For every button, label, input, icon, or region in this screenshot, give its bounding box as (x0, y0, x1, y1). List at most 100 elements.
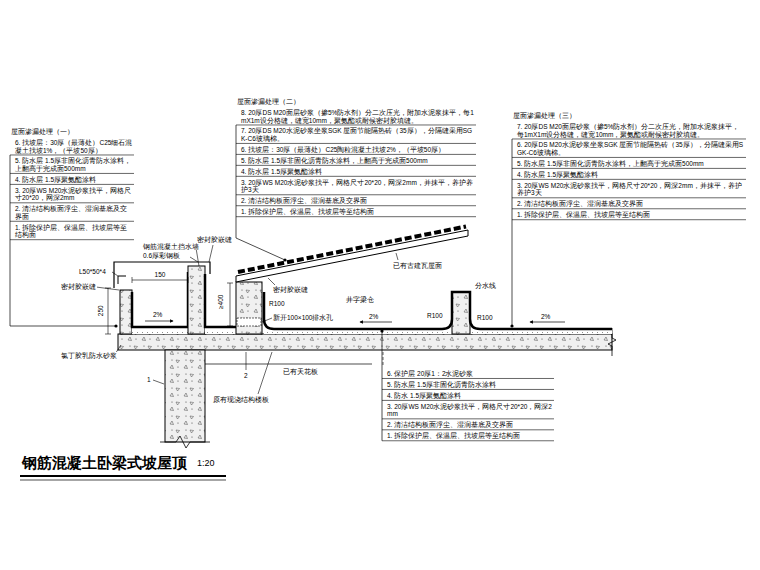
note-underline (10, 173, 134, 174)
callout-label: 井字梁仓 (345, 296, 375, 303)
roof-deck (236, 230, 468, 282)
outer-upstand (120, 290, 132, 334)
callout-label: 钢筋混凝土挡水墙 (142, 243, 200, 250)
leader-dot (114, 324, 117, 327)
leader-dot (380, 329, 383, 332)
note-underline (236, 194, 476, 195)
callout-label: 分水线 (474, 282, 497, 289)
callout-label: 2% (540, 313, 551, 320)
dimension-text: ≥400 (217, 294, 224, 310)
note-item: 6. 保护层 20厚1：2水泥砂浆 (386, 370, 554, 377)
title-underline (20, 475, 226, 477)
note-item: 5. 防水层 1.5厚非固化沥青防水涂料，上翻高于完成面500mm (240, 157, 476, 164)
callout-label: 0.6厚彩钢板 (142, 252, 181, 259)
waterproof-layer (264, 292, 612, 329)
note-underline (512, 208, 746, 209)
slope-arrow (360, 322, 392, 323)
note-item: 7. 20厚DS M20水泥砂浆坐浆SGK 屋面节能隔热砖（35厚），分隔缝采用… (240, 127, 476, 142)
concrete-wall (165, 350, 205, 442)
screed-layer (470, 330, 612, 334)
ceiling-line (205, 364, 372, 365)
leader-dot (510, 324, 513, 327)
callout-label: 新开100×100排水孔 (272, 314, 335, 321)
drain-hole (237, 318, 261, 326)
leader-line (112, 272, 118, 276)
callout-label: 密封胶嵌缝 (196, 236, 233, 243)
note-underline (236, 205, 476, 206)
note-underline (10, 202, 134, 203)
callout-label: 密封胶嵌缝 (60, 283, 97, 290)
note-underline (236, 165, 476, 166)
leader-line (209, 245, 213, 262)
dimension-line (227, 283, 233, 326)
slope-arrow (530, 322, 565, 323)
concrete-slab (118, 334, 612, 350)
angle-steel (118, 276, 126, 284)
leader-line (262, 318, 272, 322)
note-item: 8. 20厚DS M20面层砂浆（掺5%防水剂）分二次压光，附加水泥浆抹平，每1… (240, 109, 476, 124)
note-underline (382, 378, 554, 379)
ground-beam (236, 282, 262, 334)
note-item: 5. 防水层 1.5厚非固化沥青防水涂料，上翻高于完成面500mm (516, 160, 746, 167)
callout-label: 2% (368, 313, 379, 320)
note-item: 3. 20厚WS M20水泥砂浆找平，网格尺寸20*20，网深2mm (14, 187, 134, 202)
roof-tiles (238, 227, 466, 273)
note-item: 4. 防水 1.5厚聚氨酯涂料 (386, 392, 554, 399)
note-item: 3. 20厚WS M20水泥砂浆找平，网格尺寸20*20，网深2mm，并抹平，养… (240, 179, 476, 194)
note-item: 7. 20厚DS M20面层砂浆（掺5%防水剂）分二次压光，附加水泥浆抹平，每1… (516, 123, 746, 138)
leader-line (153, 380, 164, 384)
divide-upstand (452, 292, 470, 334)
note-underline (382, 440, 554, 441)
note-underline (512, 168, 746, 169)
leader-line (396, 253, 398, 260)
leader-line (268, 278, 275, 285)
callout-number: 1 (146, 376, 152, 383)
note-underline (512, 138, 746, 139)
scale-text: 1:20 (196, 458, 216, 468)
note-item: 3. 20厚WS M20水泥砂浆找平，网格尺寸20*20，网深2mm (386, 403, 554, 418)
note-item: 1. 拆除保护层、保温层、找坡层等至结构面 (240, 208, 476, 215)
waterproof-layer (132, 272, 188, 327)
callout-label: 已有天花板 (282, 368, 319, 375)
callout-label: L50*50*4 (78, 268, 107, 275)
note-item: 6. 找坡层：30厚（最薄处）C25细石混凝土找坡1%，（平坡50厚） (14, 139, 134, 154)
note-underline (10, 239, 134, 240)
drawing-title: 钢筋混凝土卧梁式坡屋顶 (22, 454, 187, 473)
note-underline (236, 143, 476, 144)
leader-line (96, 287, 119, 290)
note-underline (512, 179, 746, 180)
callout-label: 原有现浇结构楼板 (212, 396, 270, 403)
retaining-wall (188, 266, 205, 334)
callout-label: 密封胶嵌缝 (272, 286, 309, 293)
slope-arrow (145, 321, 173, 322)
note-underline (10, 154, 134, 155)
note-item: 6. 找坡层：30厚（最薄处）C25陶粒混凝土找坡2%，（平坡50厚） (240, 146, 476, 153)
callout-label: 2% (152, 311, 163, 318)
screed-layer (264, 330, 452, 334)
note-underline (382, 400, 554, 401)
note-leader (382, 331, 383, 441)
note-item: 5. 防水层 1.5厚非固化沥青防水涂料 (386, 381, 554, 388)
note-underline (382, 429, 554, 430)
note-item: 6. 20厚DS M20水泥砂浆坐浆SGK 屋面节能隔热砖（35厚），分隔缝采用… (516, 141, 746, 156)
note-underline (512, 219, 746, 220)
note-underline (382, 418, 554, 419)
callout-label: 氯丁胶乳防水砂浆 (60, 352, 118, 359)
note-item: 3. 20厚WS M20水泥砂浆找平，网格尺寸20*20，网深2mm，并抹平，养… (516, 182, 746, 197)
note-item: 4. 防水层 1.5厚聚氨酯涂料 (14, 176, 134, 183)
note-heading: 屋面渗漏处理（三） (512, 112, 577, 120)
note-underline (236, 216, 476, 217)
note-item: 2. 清洁结构板面浮尘、湿润基底及交界面 (240, 197, 476, 204)
leader-dot (283, 258, 286, 261)
callout-label: 已有古建瓦屋面 (392, 262, 443, 269)
dimension-text: 150 (154, 271, 167, 278)
note-leader (512, 139, 513, 326)
center-line (383, 352, 384, 366)
callout-number: 2 (243, 372, 249, 379)
callout-label: R100 (268, 300, 286, 307)
note-item: 2. 清洁结构板面浮尘、湿润基底及交界面 (14, 205, 134, 220)
note-item: 5. 防水层 1.5厚非固化沥青防水涂料，上翻高于完成面500mm (14, 157, 134, 172)
dimension-line (105, 288, 111, 334)
waterproof-layer (205, 274, 236, 327)
